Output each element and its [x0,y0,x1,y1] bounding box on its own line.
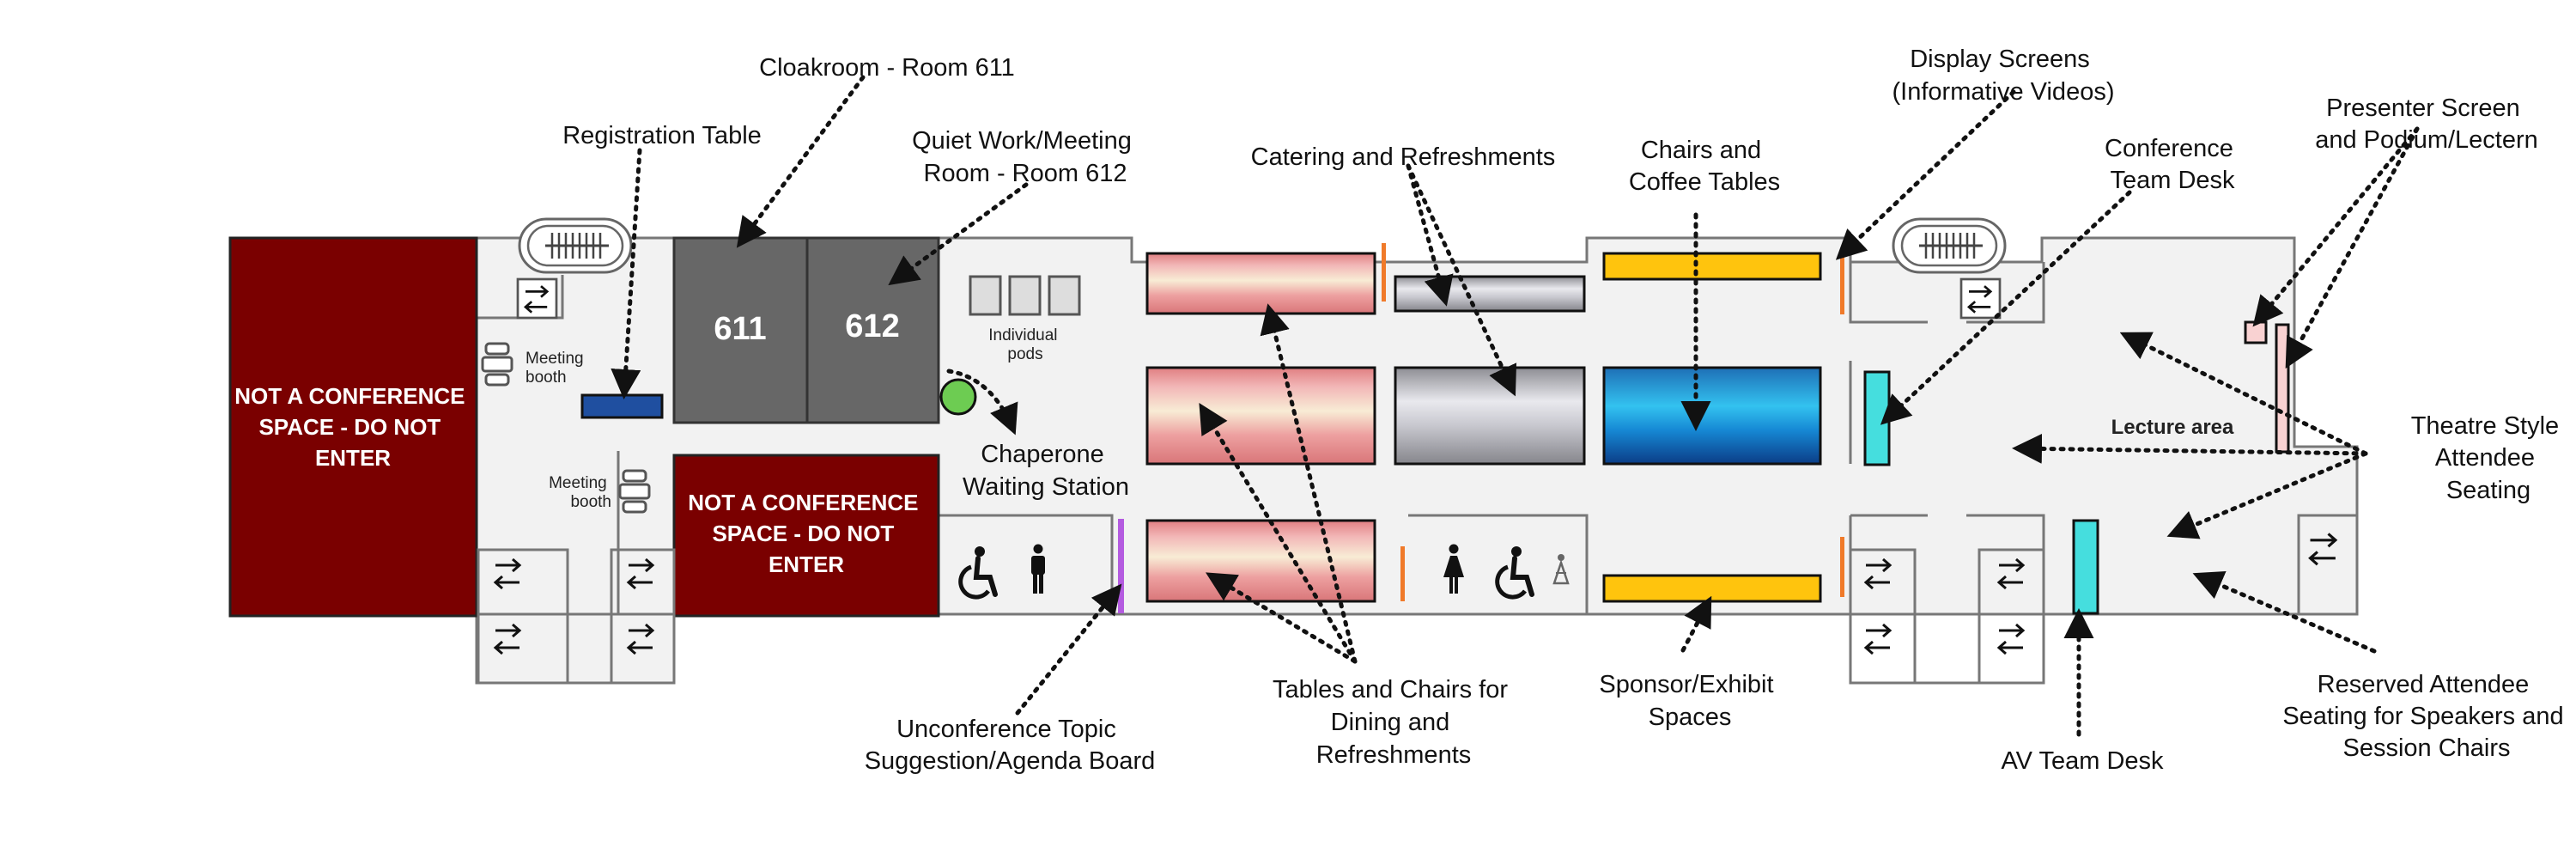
door-arrow-frames [477,548,2045,685]
individual-pods-label: Individual pods [988,326,1062,363]
individual-pod [1048,275,1081,316]
registration-table [580,393,664,419]
callout-arrows [611,75,2420,737]
room-611 [672,236,809,424]
callout-team-desk: Conference Team Desk [2105,135,2240,194]
display-screen [1840,254,1844,314]
callout-catering: Catering and Refreshments [1251,143,1556,171]
callout-agenda-board: Unconference Topic Suggestion/Agenda Boa… [865,716,1156,775]
meeting-booth-label: Meeting booth [526,350,588,387]
display-screen [1382,243,1386,302]
meeting-booth-icon [481,342,513,387]
callout-reserved-seating: Reserved Attendee Seating for Speakers a… [2282,671,2570,762]
presenter-screen [2275,323,2290,454]
door-arrows-icon [516,277,558,320]
room-612-label: 612 [845,308,899,344]
dining-table-top [1145,252,1376,315]
callout-chairs-coffee: Chairs and Coffee Tables [1629,137,1780,196]
sponsor-space-top [1602,252,1822,281]
display-screen [1400,546,1405,601]
restricted-west-label: NOT A CONFERENCE SPACE - DO NOT ENTER [234,383,471,471]
door-arrows-icon [1997,623,2025,655]
meeting-booth-icon [618,469,651,514]
callout-av-desk: AV Team Desk [2001,747,2164,775]
coffee-tables [1602,366,1822,466]
individual-pod [1008,275,1042,316]
dining-table-bottom [1145,519,1376,603]
sponsor-space-bottom [1602,574,1822,603]
individual-pod [969,275,1002,316]
callout-cloakroom: Cloakroom - Room 611 [759,54,1015,82]
restricted-center-label: NOT A CONFERENCE SPACE - DO NOT ENTER [688,490,924,577]
restricted-area-west [228,236,478,618]
room-611-label: 611 [714,311,766,347]
baby-changing-icon [1552,554,1570,585]
presenter-podium [2244,320,2268,344]
lecture-area-label: Lecture area [2111,416,2234,439]
restricted-area-center [672,454,940,618]
catering-table-top [1394,275,1586,313]
chaperone-waiting-station [939,378,977,416]
door-arrows-icon [1864,623,1892,655]
callout-display-screens: Display Screens (Informative Videos) [1893,46,2115,106]
callout-sponsor: Sponsor/Exhibit Spaces [1599,671,1780,731]
callout-chaperone: Chaperone Waiting Station [963,441,1129,501]
av-team-desk [2072,519,2099,615]
door-arrows-icon [1959,277,2002,320]
meeting-booth-label: Meeting booth [549,474,611,511]
callout-theatre-seating: Theatre Style Attendee Seating [2411,412,2567,504]
agenda-board [1118,519,1124,613]
display-screen [1840,537,1844,597]
catering-table-main [1394,366,1586,466]
stairs-icon [518,217,633,274]
callout-presenter: Presenter Screen and Podium/Lectern [2315,94,2538,154]
callout-dining-tables: Tables and Chairs for Dining and Refresh… [1273,676,1515,769]
dining-table-middle [1145,366,1376,466]
stairs-icon [1892,217,2007,274]
callout-registration-table: Registration Table [562,122,762,149]
callout-quiet-room: Quiet Work/Meeting Room - Room 612 [912,127,1139,187]
